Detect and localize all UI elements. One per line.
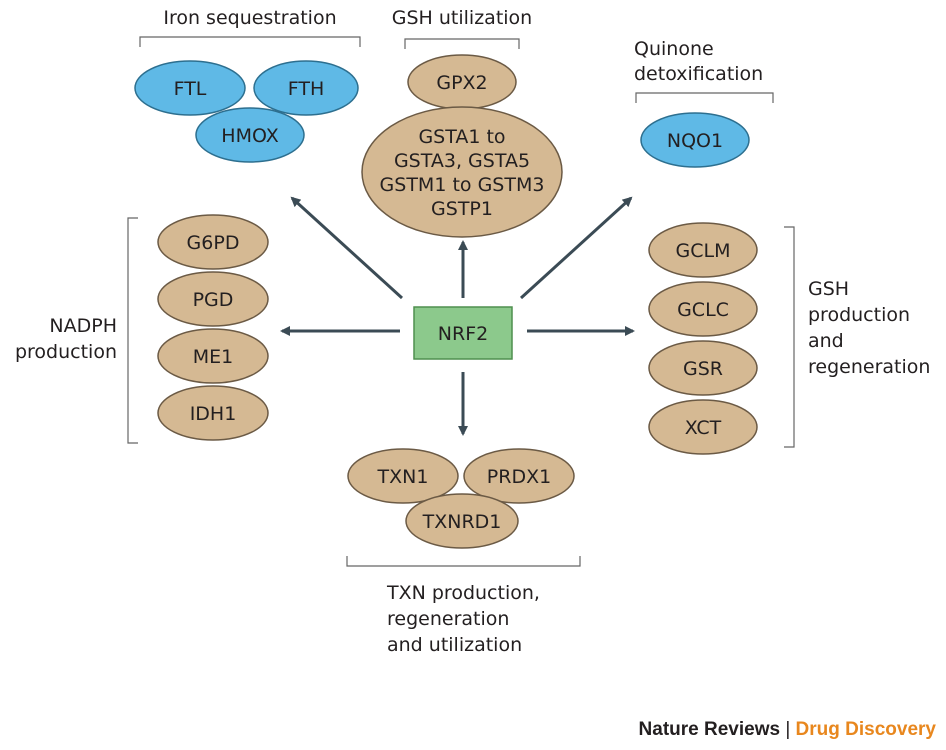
gene-node-fth: FTH — [253, 60, 359, 116]
gene-label-ftl: FTL — [174, 78, 207, 100]
gene-label-gclc: GCLC — [677, 299, 729, 321]
gsh-util-bracket — [404, 38, 520, 49]
gst-label-line-3: GSTM1 to GSTM3 — [380, 174, 545, 196]
gene-label-me1: ME1 — [193, 346, 234, 368]
gene-node-gsr: GSR — [648, 340, 758, 396]
gene-label-txn1: TXN1 — [377, 466, 429, 488]
gene-label-txnrd1: TXNRD1 — [422, 511, 502, 533]
gene-node-gclm: GCLM — [648, 222, 758, 278]
txn-label-line-3: and utilization — [387, 634, 522, 656]
txn-nodes: TXN1 PRDX1 TXNRD1 — [347, 448, 575, 549]
gene-node-txn1: TXN1 — [347, 448, 459, 504]
gene-label-xct: XCT — [685, 417, 722, 439]
gsh-prod-bracket — [784, 226, 795, 448]
gsh-prod-label-line-3: and — [808, 330, 844, 352]
gene-label-hmox: HMOX — [221, 125, 278, 147]
footer-journal: Drug Discovery — [796, 719, 937, 740]
gsh-prod-group-label: GSH production and regeneration — [808, 278, 930, 378]
footer-separator: | — [780, 719, 796, 740]
gsh-prod-label-line-4: regeneration — [808, 356, 930, 378]
nadph-label-line-1: NADPH — [49, 315, 117, 337]
txn-group-label: TXN production, regeneration and utiliza… — [386, 582, 540, 656]
nadph-nodes: G6PD PGD ME1 IDH1 — [157, 214, 269, 441]
gsh-prod-nodes: GCLM GCLC GSR XCT — [648, 222, 758, 455]
gene-label-gclm: GCLM — [676, 240, 731, 262]
nadph-group-label: NADPH production — [15, 315, 117, 363]
gene-label-nqo1: NQO1 — [667, 130, 723, 152]
gene-label-fth: FTH — [288, 78, 325, 100]
gene-node-pgd: PGD — [157, 271, 269, 327]
gene-label-g6pd: G6PD — [187, 232, 240, 254]
gene-node-prdx1: PRDX1 — [463, 448, 575, 504]
gene-node-ftl: FTL — [134, 60, 246, 116]
footer-credit: Nature Reviews | Drug Discovery — [639, 719, 937, 740]
iron-label-line-1: Iron sequestration — [163, 7, 336, 29]
gene-node-txnrd1: TXNRD1 — [405, 493, 519, 549]
gene-node-idh1: IDH1 — [157, 385, 269, 441]
gst-label-line-1: GSTA1 to — [418, 126, 505, 148]
gene-node-hmox: HMOX — [195, 107, 305, 163]
gene-node-gpx2: GPX2 — [407, 54, 517, 110]
gene-label-pgd: PGD — [193, 289, 234, 311]
gene-node-me1: ME1 — [157, 328, 269, 384]
nadph-bracket — [127, 217, 138, 444]
txn-bracket — [346, 556, 581, 567]
gene-label-idh1: IDH1 — [190, 403, 237, 425]
gene-label-prdx1: PRDX1 — [487, 466, 551, 488]
iron-nodes: FTL FTH HMOX — [134, 60, 359, 163]
footer-brand: Nature Reviews — [639, 719, 781, 740]
gsh-prod-label-line-2: production — [808, 304, 910, 326]
gsh-util-label-line-1: GSH utilization — [392, 7, 532, 29]
gene-label-gpx2: GPX2 — [436, 72, 487, 94]
gene-label-gsr: GSR — [683, 358, 723, 380]
quinone-nodes: NQO1 — [640, 112, 750, 168]
gene-node-nqo1: NQO1 — [640, 112, 750, 168]
iron-group-label: Iron sequestration — [163, 7, 336, 29]
nrf2-label: NRF2 — [438, 323, 488, 345]
gst-label-line-4: GSTP1 — [431, 198, 493, 220]
gene-node-xct: XCT — [648, 399, 758, 455]
quinone-label-line-1: Quinone — [634, 38, 714, 60]
iron-bracket — [139, 36, 361, 47]
nadph-label-line-2: production — [15, 341, 117, 363]
gst-label-line-2: GSTA3, GSTA5 — [394, 150, 530, 172]
quinone-label-line-2: detoxification — [634, 63, 763, 85]
gene-node-gclc: GCLC — [648, 281, 758, 337]
quinone-group-label: Quinone detoxification — [634, 38, 763, 85]
gene-node-g6pd: G6PD — [157, 214, 269, 270]
txn-label-line-1: TXN production, — [386, 582, 540, 604]
nrf2-node: NRF2 — [413, 306, 513, 360]
txn-label-line-2: regeneration — [387, 608, 509, 630]
gsh-prod-label-line-1: GSH — [808, 278, 849, 300]
quinone-bracket — [635, 92, 774, 103]
arrow-to-quinone — [519, 196, 633, 300]
nrf2-box — [413, 306, 513, 360]
gsh-util-group-label: GSH utilization — [392, 7, 532, 29]
arrow-to-iron — [290, 196, 404, 300]
